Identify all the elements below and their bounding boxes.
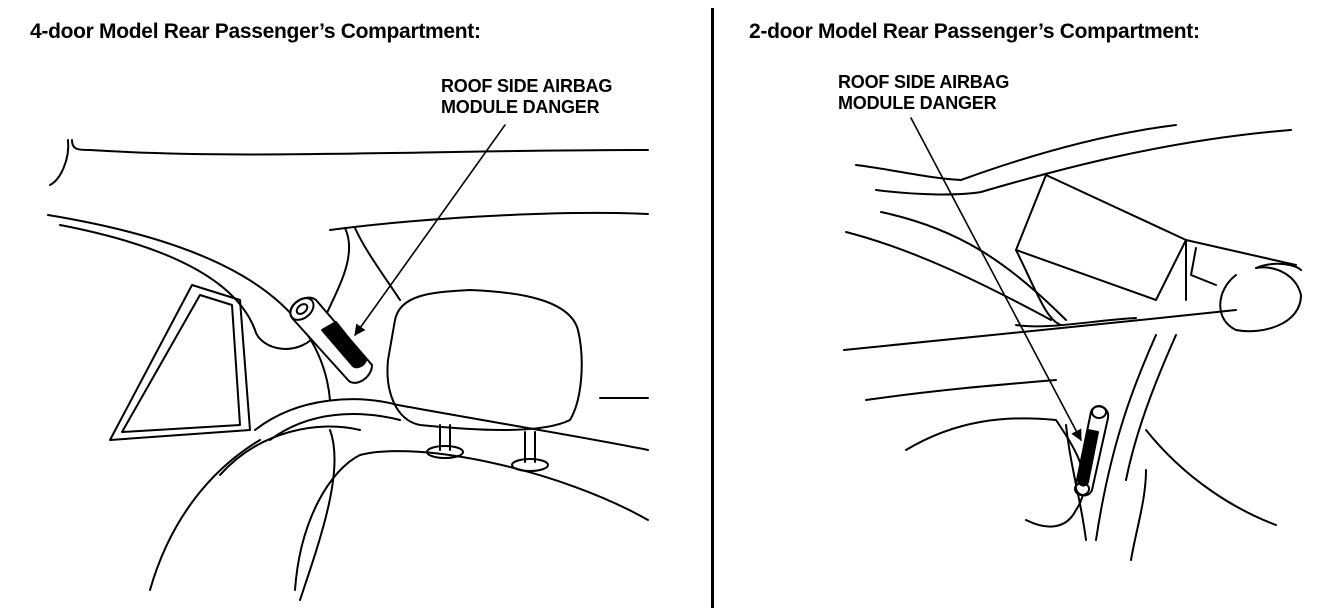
callout-label: ROOF SIDE AIRBAG MODULE DANGER bbox=[441, 76, 612, 118]
airbag-module-icon bbox=[289, 296, 373, 384]
leader-arrow-icon bbox=[910, 117, 1082, 441]
panel-4-door: 4-door Model Rear Passenger’s Compartmen… bbox=[30, 20, 649, 601]
callout-line-1: ROOF SIDE AIRBAG bbox=[838, 72, 1010, 92]
headrest bbox=[386, 289, 583, 431]
illustration-2-door-interior bbox=[843, 117, 1302, 561]
panel-heading: 4-door Model Rear Passenger’s Compartmen… bbox=[30, 20, 481, 43]
panel-2-door: 2-door Model Rear Passenger’s Compartmen… bbox=[716, 0, 1344, 608]
callout-line-2: MODULE DANGER bbox=[441, 97, 600, 117]
panel-heading: 2-door Model Rear Passenger’s Compartmen… bbox=[749, 20, 1200, 43]
airbag-module-icon bbox=[1074, 405, 1110, 497]
panel-divider bbox=[711, 8, 714, 608]
callout-line-2: MODULE DANGER bbox=[838, 93, 997, 113]
leader-arrow-icon bbox=[354, 124, 506, 336]
callout-line-1: ROOF SIDE AIRBAG bbox=[441, 76, 613, 96]
callout-label: ROOF SIDE AIRBAG MODULE DANGER bbox=[838, 72, 1009, 114]
illustration-4-door-interior bbox=[47, 124, 649, 601]
